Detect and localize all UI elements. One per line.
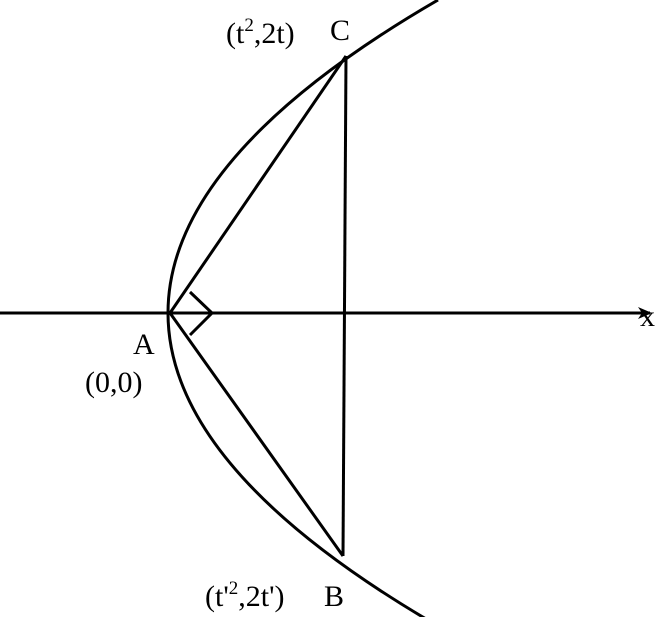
point-B-coords: (t'2,2t') — [205, 578, 284, 613]
chord-CB — [341, 55, 348, 557]
point-B-coords-pre: (t' — [205, 580, 229, 613]
right-angle-marker — [188, 290, 215, 337]
point-A-coords: (0,0) — [85, 366, 142, 399]
point-A-label: A — [133, 328, 155, 361]
point-C-label: C — [330, 14, 350, 47]
point-C-coords-pre: (t — [226, 17, 245, 50]
point-B-coords-sup: 2 — [229, 578, 239, 599]
point-C-coords-sup: 2 — [244, 15, 254, 36]
chord-AB — [168, 312, 345, 557]
point-B-label: B — [324, 580, 344, 613]
point-C-coords: (t2,2t) — [226, 15, 295, 50]
point-B-coords-post: ,2t') — [238, 580, 284, 613]
x-axis-label: x — [640, 300, 655, 333]
parabola-curve — [166, 0, 439, 617]
chord-AC — [168, 55, 348, 314]
point-C-coords-post: ,2t) — [254, 17, 295, 50]
